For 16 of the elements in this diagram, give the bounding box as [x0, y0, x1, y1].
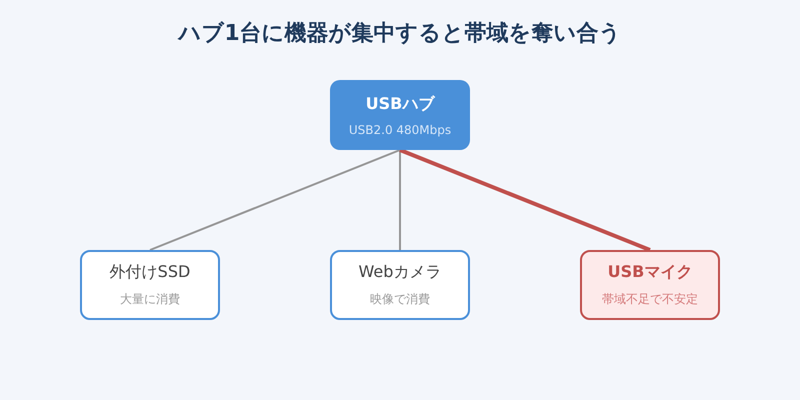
node-subtext: 大量に消費 — [120, 291, 180, 308]
warning-box — [580, 250, 720, 320]
device-box — [80, 250, 220, 320]
connector-line — [399, 150, 401, 250]
device-box — [330, 250, 470, 320]
connector-line — [150, 149, 400, 251]
node-heading: USBハブ — [366, 94, 434, 114]
node-heading: 外付けSSD — [110, 262, 190, 283]
title: ハブ1台に機器が集中すると帯域を奪い合う — [176, 20, 623, 48]
node-subtext: 映像で消費 — [370, 291, 430, 308]
connector-line — [399, 148, 651, 252]
node-heading: Webカメラ — [358, 262, 442, 283]
node-subtext: USB2.0 480Mbps — [348, 122, 452, 136]
hub-box — [330, 80, 470, 150]
node-heading: USBマイク — [608, 262, 692, 283]
node-subtext: 帯域不足で不安定 — [602, 291, 698, 308]
